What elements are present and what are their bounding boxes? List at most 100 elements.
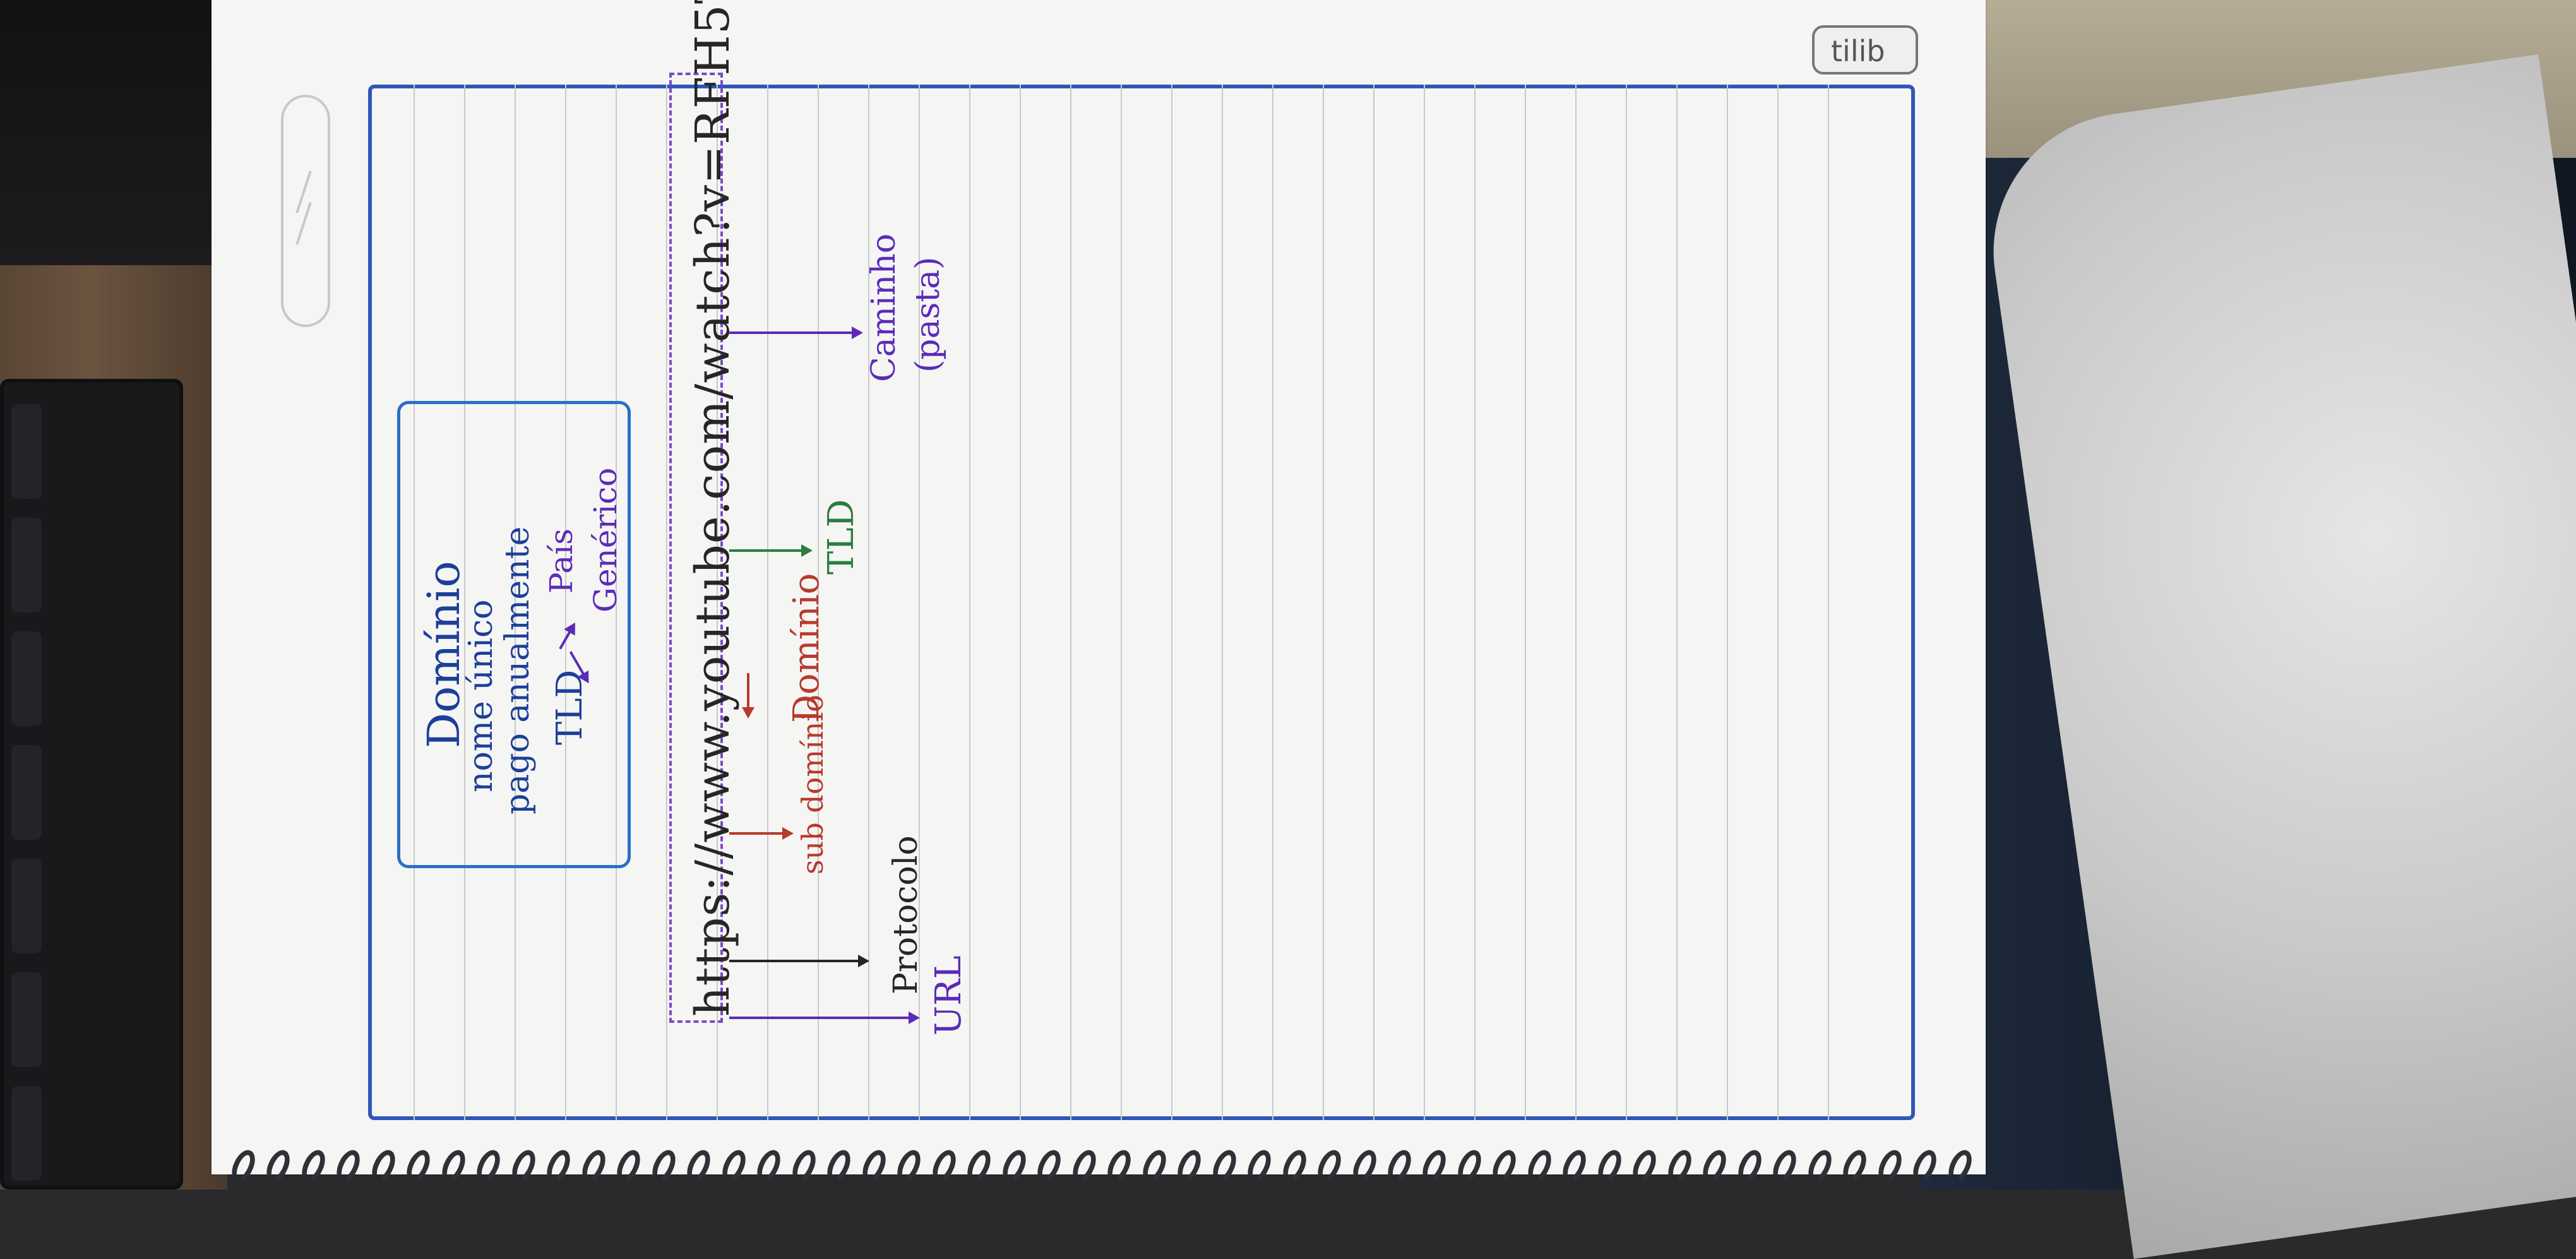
keyboard-key	[11, 404, 42, 499]
ruled-line	[1626, 85, 1627, 1120]
ruled-line	[1323, 85, 1324, 1120]
spiral-ring	[472, 1146, 505, 1186]
domain-info-box	[397, 401, 631, 868]
spiral-ring	[1803, 1146, 1837, 1186]
ruled-line	[1373, 85, 1374, 1120]
ruled-line	[464, 85, 465, 1120]
spiral-ring	[717, 1146, 751, 1186]
ruled-line	[919, 85, 920, 1120]
ruled-line	[1070, 85, 1071, 1120]
keyboard-key	[11, 859, 42, 953]
ruled-line	[666, 85, 667, 1120]
label-folder: (pasta)	[909, 256, 947, 373]
spiral-ring	[1523, 1146, 1556, 1186]
label-path: Caminho	[865, 233, 903, 382]
spiral-ring	[577, 1146, 611, 1186]
label-protocol: Protocolo	[887, 835, 925, 994]
spiral-ring	[1138, 1146, 1171, 1186]
url-arrow	[729, 1011, 920, 1024]
ruled-line	[1171, 85, 1172, 1120]
ruled-line	[818, 85, 819, 1120]
spiral-ring	[612, 1146, 645, 1186]
spiral-ring	[1558, 1146, 1591, 1186]
box-tld-generic: Genérico	[587, 467, 624, 612]
spiral-ring	[227, 1146, 260, 1186]
spiral-ring	[1593, 1146, 1626, 1186]
box-line-paid-yearly: pago anualmente	[499, 526, 537, 814]
spiral-ring	[1839, 1146, 1871, 1186]
spiral-ring	[787, 1146, 821, 1186]
spiral-ring	[297, 1146, 330, 1186]
brand-tag: tilib	[1812, 25, 1918, 75]
spiral-ring	[1488, 1146, 1521, 1186]
keyboard-key	[11, 972, 42, 1067]
keyboard	[0, 379, 183, 1190]
keyboard-key	[11, 518, 42, 612]
page-margin-frame	[368, 85, 1915, 1120]
spiral-ring	[542, 1146, 575, 1186]
ruled-line	[616, 85, 617, 1120]
spiral-ring	[1103, 1146, 1136, 1186]
spiral-ring	[998, 1146, 1031, 1186]
spiral-ring	[893, 1146, 926, 1186]
label-tld: TLD	[821, 499, 862, 575]
brand-tag-text: tilib	[1831, 34, 1885, 68]
url-dashed-box	[669, 73, 723, 1023]
domain-arrow	[747, 673, 749, 711]
spiral-ring	[437, 1146, 470, 1186]
spiral-ring	[1698, 1146, 1731, 1186]
ruled-line	[717, 85, 718, 1120]
desk-top-shadow	[0, 0, 227, 297]
ruled-line	[1727, 85, 1728, 1120]
spiral-ring	[1663, 1146, 1696, 1186]
box-tld-country: País	[543, 528, 580, 594]
keyboard-key	[11, 1086, 42, 1181]
spiral-ring	[1383, 1146, 1416, 1186]
spiral-ring	[402, 1146, 435, 1186]
spiral-ring	[1453, 1146, 1486, 1186]
spiral-ring	[1243, 1146, 1276, 1186]
ruled-line	[868, 85, 869, 1120]
spiral-ring	[753, 1146, 785, 1186]
spiral-ring	[262, 1146, 295, 1186]
ruled-line	[1525, 85, 1526, 1120]
date-field-icon	[281, 95, 330, 327]
ruled-line	[1575, 85, 1577, 1120]
box-line-unique-name: nome único	[462, 599, 500, 792]
label-url: URL	[928, 955, 969, 1035]
notebook-page	[212, 0, 1986, 1174]
spiral-ring	[1768, 1146, 1801, 1186]
spiral-ring	[927, 1146, 961, 1186]
spiral-ring	[823, 1146, 856, 1186]
spiral-ring	[1068, 1146, 1101, 1186]
spiral-ring	[683, 1146, 715, 1186]
spiral-ring	[1173, 1146, 1206, 1186]
spiral-ring	[1628, 1146, 1661, 1186]
spiral-ring	[1418, 1146, 1451, 1186]
spiral-ring	[1208, 1146, 1241, 1186]
spiral-ring	[1733, 1146, 1767, 1186]
ruled-line	[1424, 85, 1425, 1120]
ruled-line	[1676, 85, 1678, 1120]
ruled-line	[414, 85, 415, 1120]
notebook-spiral	[227, 1143, 1977, 1190]
subdomain-arrow	[729, 827, 794, 840]
spiral-ring	[647, 1146, 681, 1186]
keyboard-key	[11, 745, 42, 840]
spiral-ring	[857, 1146, 891, 1186]
url-text: https://www.youtube.com/watch?v=RFH5TPCy…	[686, 0, 740, 1017]
ruled-line	[1777, 85, 1779, 1120]
spiral-ring	[1033, 1146, 1066, 1186]
spiral-ring	[332, 1146, 365, 1186]
desk-background	[0, 0, 227, 1190]
tld-arrow	[729, 544, 813, 557]
spiral-ring	[507, 1146, 540, 1186]
ruled-line	[1272, 85, 1273, 1120]
ruled-line	[767, 85, 768, 1120]
spiral-ring	[1278, 1146, 1311, 1186]
path-arrow	[729, 326, 863, 339]
ruled-line	[565, 85, 566, 1120]
ruled-line	[1828, 85, 1829, 1120]
ruled-line	[969, 85, 970, 1120]
ruled-line	[1020, 85, 1021, 1120]
